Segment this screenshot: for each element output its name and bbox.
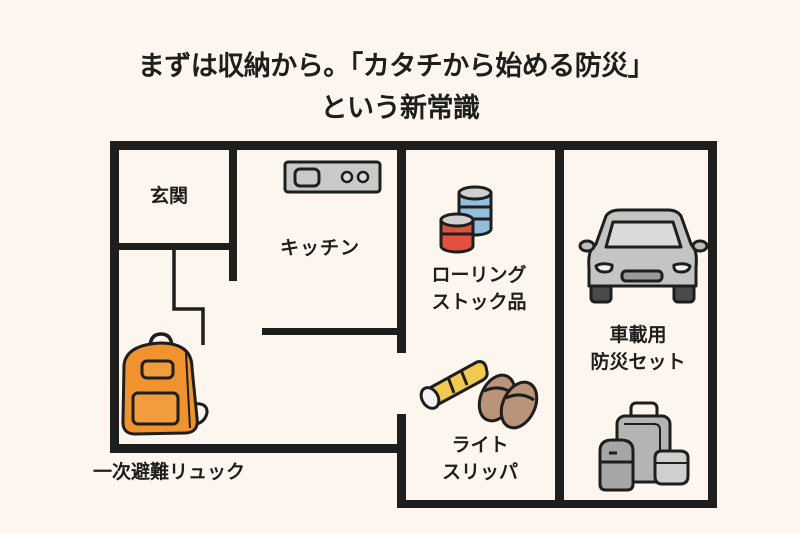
flashlight-icon <box>419 360 489 410</box>
wall-entrance-bottom <box>110 243 237 250</box>
label-backpack: 一次避難リュック <box>93 461 246 483</box>
wall-divider-2 <box>555 141 564 508</box>
room-label-kitchen: キッチン <box>280 237 361 259</box>
wall-step <box>172 250 205 345</box>
label-rolling-stock-line1: ローリング <box>431 264 527 286</box>
label-light-slipper-line1: ライト <box>451 434 509 456</box>
wall-kitchen-bottom <box>262 328 406 335</box>
wall-top <box>110 141 717 150</box>
label-car-kit-line2: 防災セット <box>590 350 686 373</box>
wall-divider-1-upper <box>397 141 406 353</box>
wall-divider-1-lower <box>397 414 406 508</box>
slippers-icon <box>477 373 539 430</box>
stove-icon <box>283 160 382 194</box>
walls <box>110 141 717 508</box>
car-icon <box>578 208 709 304</box>
luggage-bags-icon <box>598 401 690 492</box>
wall-left <box>110 141 119 453</box>
headline-line-2: という新常識 <box>320 93 481 124</box>
wall-bottom-left <box>110 444 406 453</box>
room-label-entrance: 玄関 <box>150 185 189 207</box>
wall-right <box>708 141 717 508</box>
label-car-kit: 車載用 防災セット <box>583 322 693 376</box>
canned-food-icon <box>439 185 493 254</box>
label-light-slipper-line2: スリッパ <box>441 460 518 483</box>
label-light-slipper: ライト スリッパ <box>430 432 530 486</box>
label-rolling-stock: ローリング ストック品 <box>423 262 535 316</box>
label-car-kit-line1: 車載用 <box>609 324 667 346</box>
headline-line-1: まずは収納から。「カタチから始める防災」 <box>137 51 655 82</box>
backpack-icon <box>121 332 209 436</box>
wall-bottom-right <box>397 500 717 508</box>
wall-entrance-right <box>229 141 237 281</box>
label-rolling-stock-line2: ストック品 <box>431 290 527 313</box>
